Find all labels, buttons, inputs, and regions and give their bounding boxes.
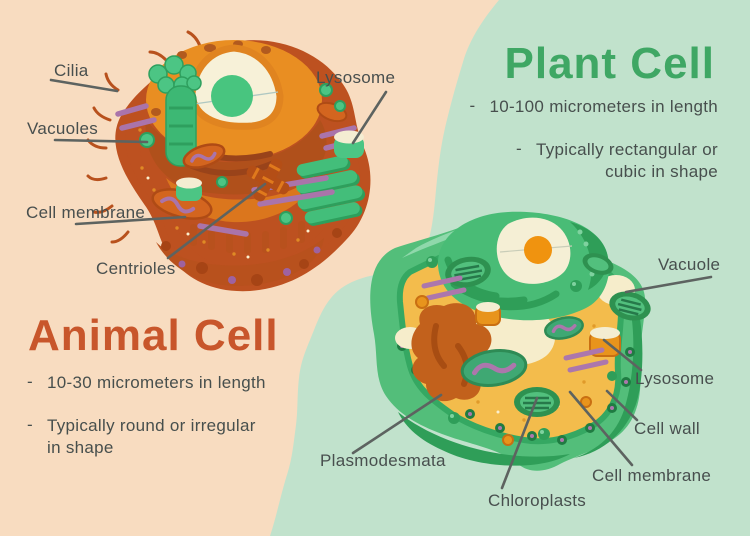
animal-fact-size-text: 10-30 micrometers in length: [47, 373, 266, 392]
cilia-line: [49, 78, 119, 93]
plant-fact-shape-line2: cubic in shape: [605, 162, 718, 181]
centrioles-label: Centrioles: [96, 259, 176, 278]
plasmodesmata-line: [351, 393, 443, 455]
plant-fact-size: - 10-100 micrometers in length: [469, 96, 718, 118]
animal-fact-size: - 10-30 micrometers in length: [27, 372, 266, 394]
animal-cell-title: Animal Cell: [28, 311, 279, 360]
rim-granules: [161, 228, 342, 286]
bottom-fringe: [156, 221, 324, 286]
bullet-dash: -: [469, 96, 476, 115]
plasmodesmata-label: Plasmodesmata: [320, 451, 446, 470]
cell-membrane-plant-line: [568, 390, 634, 467]
plant-cell-title: Plant Cell: [504, 39, 715, 88]
purple-rods: [115, 103, 361, 237]
plant-cell-illustration: [370, 211, 651, 471]
nucleolus: [211, 75, 253, 117]
cell-membrane-animal-label: Cell membrane: [26, 203, 146, 222]
chloroplast: [582, 253, 614, 275]
nucleolus: [524, 236, 552, 264]
cell-wall-line: [605, 389, 639, 422]
nucleus-complex: [437, 211, 610, 321]
cell-wall-label: Cell wall: [634, 419, 700, 438]
lysosome-plant-line: [602, 338, 643, 372]
bullet-dash: -: [27, 372, 33, 391]
vacuoles-line: [53, 138, 149, 144]
small-vacuoles: [139, 83, 346, 225]
cell-membrane-animal-line: [74, 215, 187, 226]
mitochondrion: [544, 316, 584, 340]
wall-shadow-bottom: [398, 412, 570, 466]
vacuole-plant-label: Vacuole: [658, 255, 721, 274]
purple-rods: [421, 275, 609, 373]
lysosome-organelle: [475, 302, 621, 357]
bullet-dash: -: [27, 415, 33, 434]
chloroplasts-label: Chloroplasts: [488, 491, 587, 510]
plant-cell-facts: - 10-100 micrometers in length - Typical…: [469, 96, 718, 204]
lysosome-animal-line: [351, 90, 388, 145]
plant-fact-shape-line1: Typically rectangular or: [536, 140, 718, 159]
plant-fact-shape: - Typically rectangular or cubic in shap…: [469, 139, 718, 183]
vacuole-plant-line: [624, 275, 713, 294]
centrioles-line: [166, 182, 267, 260]
animal-cell-illustration: [86, 30, 371, 292]
chloroplast: [609, 291, 651, 321]
lysosome-plant-label: Lysosome: [635, 369, 715, 388]
animal-fact-shape-line1: Typically round or irregular: [47, 416, 256, 435]
animal-fact-shape: - Typically round or irregular in shape: [27, 415, 266, 459]
cell-membrane-plant-label: Cell membrane: [592, 466, 712, 485]
cilia-hairs: [86, 30, 202, 244]
lysosome-animal-label: Lysosome: [316, 68, 396, 87]
mitochondrion: [182, 143, 226, 169]
vacuoles-label: Vacuoles: [27, 119, 99, 138]
mitochondrion: [460, 349, 528, 387]
golgi-right: [296, 155, 366, 226]
er-folds: [145, 120, 327, 195]
golgi-left: [148, 55, 202, 167]
bullet-dash: -: [516, 139, 522, 158]
animal-cell-facts: - 10-30 micrometers in length - Typicall…: [27, 372, 266, 480]
plant-fact-size-text: 10-100 micrometers in length: [489, 97, 718, 116]
chloroplast: [514, 387, 560, 417]
chloroplasts-line: [500, 396, 539, 490]
animal-fact-shape-line2: in shape: [47, 438, 114, 457]
small-organelles: [415, 256, 617, 446]
lysosome-organelle: [176, 130, 364, 201]
wall-shadow-right: [574, 276, 643, 458]
cilia-label: Cilia: [54, 61, 89, 80]
